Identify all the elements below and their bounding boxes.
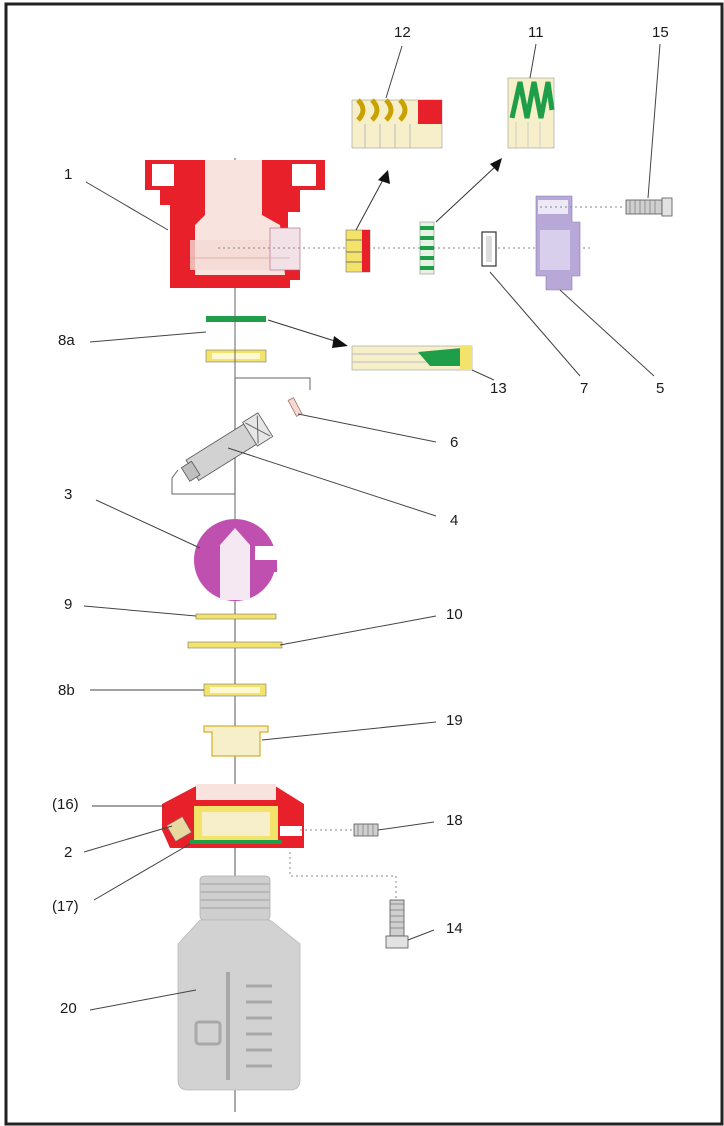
- leader-lines: [83, 43, 661, 1011]
- dotted-path-14: [289, 852, 397, 898]
- label-part-19: 19: [446, 712, 463, 729]
- part-7-ring: [481, 231, 497, 267]
- part-9-washer: [195, 613, 277, 620]
- axis-jog-1: [234, 290, 311, 390]
- axis-jog-2: [171, 469, 236, 520]
- part-2-lower-body: [162, 784, 304, 848]
- arrow-13: [267, 319, 339, 343]
- part-11-zoom: [507, 77, 555, 149]
- label-part-17: (17): [52, 898, 79, 915]
- label-part-18: 18: [446, 812, 463, 829]
- part-18-grub-screw: [353, 823, 379, 837]
- part-1-valve-body: [145, 160, 325, 288]
- part-19-sleeve: [203, 725, 269, 757]
- label-part-13: 13: [490, 380, 507, 397]
- label-part-7: 7: [580, 380, 589, 397]
- arrowhead-11: [490, 158, 502, 172]
- part-13-zoom: [351, 345, 473, 371]
- part-15-screw: [625, 197, 673, 217]
- label-part-10: 10: [446, 606, 463, 623]
- part-20-bottle: [177, 875, 301, 1091]
- label-part-2: 2: [64, 844, 73, 861]
- part-11-spring: [419, 221, 435, 275]
- label-part-6: 6: [450, 434, 459, 451]
- label-part-1: 1: [64, 166, 73, 183]
- label-part-16: (16): [52, 796, 79, 813]
- part-8b-seal: [203, 683, 267, 697]
- part-12-seal: [345, 229, 371, 273]
- label-part-8b: 8b: [58, 682, 75, 699]
- part-10-washer: [187, 641, 283, 649]
- label-part-11: 11: [528, 24, 544, 41]
- label-part-5: 5: [656, 380, 665, 397]
- diagram-border: [4, 2, 724, 1126]
- arrow-11: [435, 165, 497, 223]
- part-14-screw: [385, 899, 409, 949]
- part-8a-seal: [205, 316, 267, 363]
- label-part-20: 20: [60, 1000, 77, 1017]
- label-part-3: 3: [64, 486, 73, 503]
- part-12-zoom: [351, 98, 443, 149]
- label-part-12: 12: [394, 24, 411, 41]
- label-part-9: 9: [64, 596, 73, 613]
- arrowhead-12: [378, 170, 390, 184]
- label-part-15: 15: [652, 24, 669, 41]
- part-3-ball: [194, 519, 277, 601]
- arrow-12: [355, 177, 385, 231]
- label-part-14: 14: [446, 920, 463, 937]
- arrowhead-13: [332, 336, 348, 348]
- label-part-8a: 8a: [58, 332, 75, 349]
- part-6-pin: [287, 397, 303, 417]
- label-part-4: 4: [450, 512, 459, 529]
- part-5-cap: [535, 195, 581, 291]
